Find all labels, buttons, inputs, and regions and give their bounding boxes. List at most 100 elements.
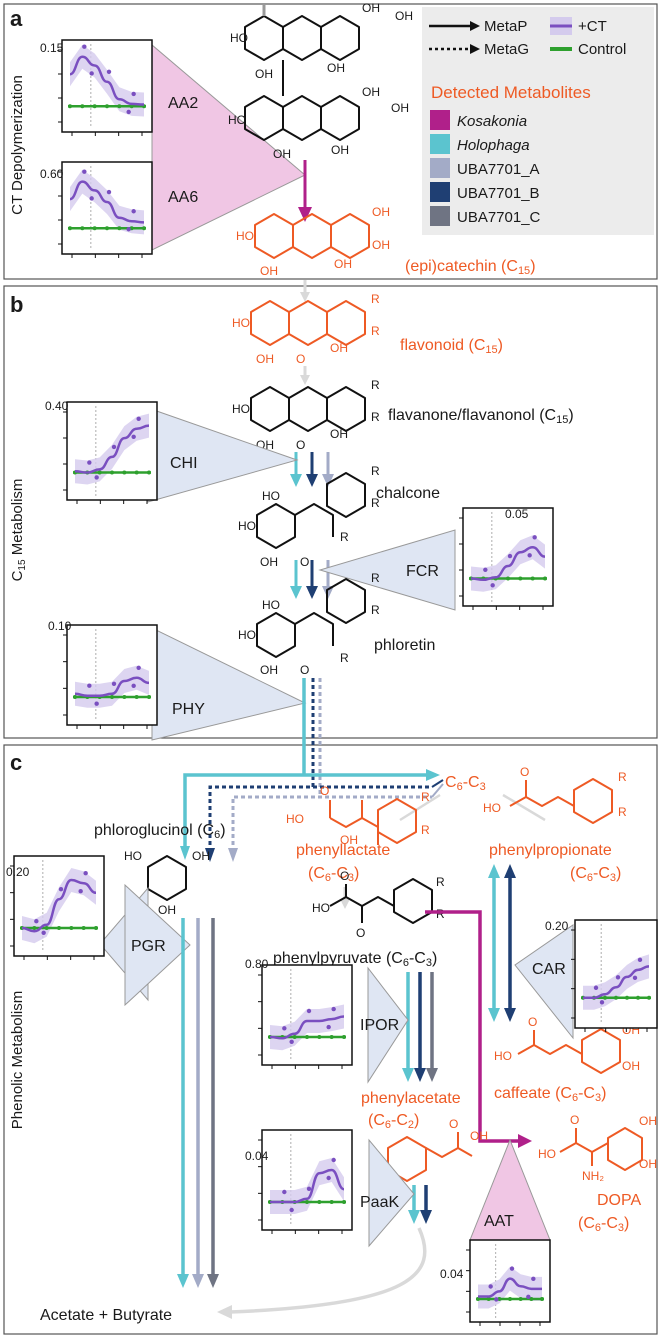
svg-text:HO: HO bbox=[236, 229, 254, 243]
ipor-ct-line bbox=[269, 1015, 345, 1040]
svg-text:O: O bbox=[449, 1117, 458, 1131]
metabolite-phenyllactate: phenyllactate bbox=[296, 842, 390, 859]
enzyme-paak: PaaK bbox=[360, 1194, 399, 1211]
svg-text:HO: HO bbox=[124, 849, 142, 863]
paak-callout-triangle bbox=[368, 1138, 415, 1248]
panel-b-letter: b bbox=[10, 292, 23, 317]
car-callout-triangle bbox=[514, 924, 574, 1040]
svg-text:HO: HO bbox=[232, 316, 250, 330]
svg-text:HO: HO bbox=[238, 628, 256, 642]
svg-text:OH: OH bbox=[395, 9, 413, 23]
enzyme-phy: PHY bbox=[172, 701, 205, 718]
aa2-ct-line bbox=[69, 55, 145, 106]
fcr-mini-plot: 0.05 bbox=[459, 507, 554, 610]
svg-text:HO: HO bbox=[232, 402, 250, 416]
svg-text:OH: OH bbox=[340, 833, 358, 847]
svg-text:R: R bbox=[371, 292, 380, 306]
uba-c-swatch bbox=[430, 206, 450, 226]
paak-ct-line bbox=[270, 1168, 345, 1204]
chi-ymax-label: 0.40 bbox=[45, 399, 69, 413]
svg-text:HO: HO bbox=[538, 1147, 556, 1161]
flavanone-structure: HO OH O OH R R bbox=[232, 378, 380, 452]
svg-text:R: R bbox=[421, 790, 430, 804]
metabolite-epicatechin: (epi)catechin (C15) bbox=[405, 258, 536, 277]
svg-text:OH: OH bbox=[273, 147, 291, 161]
svg-text:R: R bbox=[371, 603, 380, 617]
legend-control: Control bbox=[578, 41, 626, 58]
svg-text:R: R bbox=[421, 823, 430, 837]
aat-ct-line bbox=[477, 1277, 542, 1298]
panel-a-side-label: CT Depolymerization bbox=[9, 75, 26, 215]
ipor-ct-band bbox=[270, 1004, 344, 1051]
svg-text:O: O bbox=[296, 438, 305, 452]
svg-text:OH: OH bbox=[260, 264, 278, 278]
svg-text:R: R bbox=[340, 530, 349, 544]
svg-text:R: R bbox=[371, 378, 380, 392]
pgr-arrows bbox=[177, 918, 219, 1288]
svg-text:OH: OH bbox=[362, 1, 380, 15]
legend-holophaga: Holophaga bbox=[457, 137, 530, 154]
uba-b-swatch bbox=[430, 182, 450, 202]
metabolite-acetate-butyrate: Acetate + Butyrate bbox=[40, 1307, 172, 1324]
flavonoid-structure: HO OH O OH R R bbox=[232, 292, 380, 366]
svg-text:OH: OH bbox=[470, 1129, 488, 1143]
kosakonia-aat-arrow bbox=[425, 910, 520, 1143]
aa-callout-triangle bbox=[151, 43, 306, 251]
svg-text:OH: OH bbox=[158, 903, 176, 917]
paak-ymax-label: 0.04 bbox=[245, 1149, 269, 1163]
kosakonia-swatch bbox=[430, 110, 450, 130]
paak-arrows bbox=[408, 1185, 432, 1224]
svg-text:HO: HO bbox=[312, 901, 330, 915]
uba-a-swatch bbox=[430, 158, 450, 178]
aa2-ymax-label: 0.15 bbox=[40, 41, 64, 55]
svg-text:OH: OH bbox=[260, 663, 278, 677]
svg-text:HO: HO bbox=[483, 801, 501, 815]
enzyme-aa2: AA2 bbox=[168, 95, 198, 112]
gray-link-phenylpropionate bbox=[502, 793, 546, 822]
legend-background bbox=[422, 7, 654, 235]
pgr-mini-plot: 0.20 bbox=[6, 855, 105, 960]
metabolite-caffeate: caffeate (C6-C3) bbox=[494, 1085, 606, 1104]
aat-mini-plot: 0.04 bbox=[440, 1239, 551, 1326]
fcr-callout-triangle bbox=[318, 529, 456, 611]
svg-text:OH: OH bbox=[372, 205, 390, 219]
svg-text:O: O bbox=[296, 352, 305, 366]
svg-text:OH: OH bbox=[330, 427, 348, 441]
ipor-callout-triangle bbox=[367, 966, 409, 1084]
enzyme-pgr: PGR bbox=[131, 938, 166, 955]
metabolite-phenylacetate-formula: (C6-C2) bbox=[368, 1112, 419, 1131]
legend-kosakonia: Kosakonia bbox=[457, 113, 527, 130]
gray-link-phenyllactate bbox=[399, 793, 441, 822]
svg-text:OH: OH bbox=[256, 352, 274, 366]
car-ct-line bbox=[583, 965, 650, 1000]
pgr-callout-triangle bbox=[124, 883, 191, 1007]
svg-text:R: R bbox=[371, 464, 380, 478]
svg-text:R: R bbox=[618, 805, 627, 819]
aa6-mini-plot: 0.60 bbox=[40, 161, 153, 258]
legend-uba-b: UBA7701_B bbox=[457, 185, 540, 202]
metabolite-phenylpyruvate: phenylpyruvate (C6-C3) bbox=[273, 950, 437, 969]
phenylpropionate-structure: HO O R R bbox=[483, 765, 627, 824]
enzyme-car: CAR bbox=[532, 961, 566, 978]
svg-text:HO: HO bbox=[228, 113, 246, 127]
phy-ymax-label: 0.10 bbox=[48, 619, 72, 633]
panel-b-frame bbox=[3, 285, 658, 739]
svg-text:O: O bbox=[356, 926, 365, 940]
phloretin-structure: HO HO OH O R R R bbox=[238, 571, 380, 677]
panel-a-letter: a bbox=[10, 6, 23, 31]
gray-curve-arrowhead-icon bbox=[217, 1305, 232, 1319]
svg-text:NH₂: NH₂ bbox=[582, 1169, 604, 1183]
phenylpyruvate-structure: HO O O R R bbox=[312, 869, 445, 940]
legend-metag: MetaG bbox=[484, 41, 529, 58]
gray-arrowhead-pyruvate-icon bbox=[340, 899, 350, 909]
aat-ymax-label: 0.04 bbox=[440, 1267, 464, 1281]
metabolite-flavonoid: flavonoid (C15) bbox=[400, 337, 503, 356]
svg-text:OH: OH bbox=[362, 85, 380, 99]
gray-curve-acetate bbox=[229, 1227, 427, 1314]
svg-text:O: O bbox=[520, 765, 529, 779]
svg-text:OH: OH bbox=[192, 849, 210, 863]
enzyme-chi: CHI bbox=[170, 455, 198, 472]
aa2-mini-plot: 0.15 bbox=[40, 39, 153, 136]
svg-text:HO: HO bbox=[286, 812, 304, 826]
